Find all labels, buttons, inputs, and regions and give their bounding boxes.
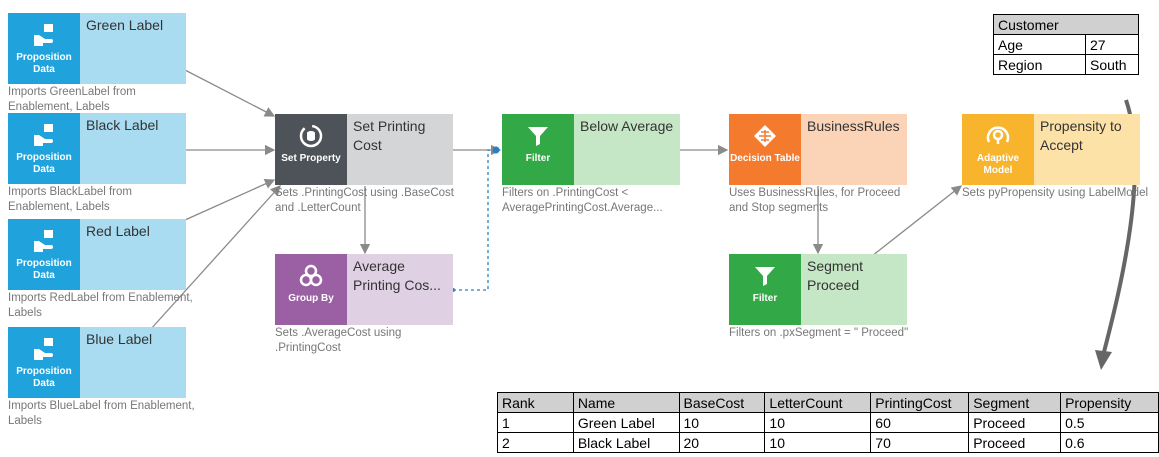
set-property-tile: Set Property bbox=[275, 114, 347, 185]
hand-box-icon bbox=[34, 124, 53, 146]
node-description: Imports GreenLabel from Enablement, Labe… bbox=[8, 86, 136, 113]
filter-tile: Filter bbox=[729, 254, 801, 325]
node-title: Red Label bbox=[80, 219, 186, 290]
hand-box-icon bbox=[34, 338, 53, 360]
column-header: PrintingCost bbox=[870, 392, 970, 413]
table-cell: South bbox=[1085, 54, 1139, 75]
connector-green-to-set bbox=[184, 69, 276, 117]
table-cell: 20 bbox=[678, 432, 766, 453]
node-title: Average Printing Cos... bbox=[347, 254, 453, 325]
proposition-data-tile: Proposition Data bbox=[8, 327, 80, 398]
connector-red-to-set bbox=[184, 178, 276, 221]
node-title: Blue Label bbox=[80, 327, 186, 398]
proposition-data-tile: Proposition Data bbox=[8, 13, 80, 84]
table-row: Age 27 bbox=[993, 34, 1139, 55]
node-title: Segment Proceed bbox=[801, 254, 907, 325]
result-table: Rank Name BaseCost LetterCount PrintingC… bbox=[497, 392, 1159, 453]
connector-segment-to-propensity bbox=[871, 185, 963, 257]
node-title: Propensity to Accept bbox=[1034, 114, 1140, 185]
table-cell: 10 bbox=[764, 412, 872, 433]
connector-average-to-filter-dashed bbox=[453, 149, 496, 291]
table-cell: 2 bbox=[497, 432, 574, 453]
proposition-data-tile: Proposition Data bbox=[8, 113, 80, 184]
node-description: Uses BusinessRules, for Proceed and Stop… bbox=[729, 187, 901, 214]
table-cell: 10 bbox=[764, 432, 872, 453]
set-property-icon bbox=[299, 124, 323, 148]
group-by-tile: Group By bbox=[275, 254, 347, 325]
decision-table-tile: Decision Table bbox=[729, 114, 801, 185]
node-description: Filters on .PrintingCost < AveragePrinti… bbox=[502, 187, 663, 214]
column-header: Propensity bbox=[1060, 392, 1159, 413]
filter-icon bbox=[528, 127, 548, 146]
node-description: Imports BlueLabel from Enablement, Label… bbox=[8, 400, 195, 427]
node-type-label: Filter bbox=[525, 153, 551, 164]
node-type-label: Decision Table bbox=[730, 153, 800, 164]
table-cell: 1 bbox=[497, 412, 574, 433]
adaptive-model-icon bbox=[986, 126, 1010, 144]
node-description: Sets .PrintingCost using .BaseCost and .… bbox=[275, 187, 454, 214]
node-type-label: Proposition Data bbox=[16, 258, 72, 281]
node-title: Below Average bbox=[574, 114, 680, 185]
node-type-label: Filter bbox=[752, 293, 778, 304]
node-title: Set Printing Cost bbox=[347, 114, 453, 185]
node-description: Sets pyPropensity using LabelModel bbox=[962, 187, 1149, 199]
table-cell: Age bbox=[993, 34, 1086, 55]
column-header: Segment bbox=[968, 392, 1062, 413]
node-type-label: Set Property bbox=[281, 153, 341, 164]
customer-table: Customer Age 27 Region South bbox=[993, 14, 1139, 75]
decision-diamond-icon bbox=[754, 125, 776, 147]
adaptive-model-tile: Adaptive Model bbox=[962, 114, 1034, 185]
table-cell: Black Label bbox=[572, 432, 680, 453]
table-row: 2 Black Label 20 10 70 Proceed 0.6 bbox=[497, 432, 1159, 453]
filter-icon bbox=[755, 267, 775, 286]
node-type-label: Proposition Data bbox=[16, 366, 72, 389]
hand-box-icon bbox=[34, 230, 53, 252]
hand-box-icon bbox=[34, 24, 53, 46]
group-by-icon bbox=[299, 264, 323, 287]
proposition-data-tile: Proposition Data bbox=[8, 219, 80, 290]
table-cell: 0.6 bbox=[1060, 432, 1159, 453]
column-header: BaseCost bbox=[678, 392, 766, 413]
table-cell: Proceed bbox=[968, 432, 1062, 453]
node-type-label: Proposition Data bbox=[16, 52, 72, 75]
node-title: Green Label bbox=[80, 13, 186, 84]
connector-blue-to-set bbox=[149, 185, 281, 331]
column-header: LetterCount bbox=[764, 392, 872, 413]
table-cell: 70 bbox=[870, 432, 970, 453]
node-type-label: Group By bbox=[288, 293, 334, 304]
node-description: Imports BlackLabel from Enablement, Labe… bbox=[8, 186, 132, 213]
table-header-row: Rank Name BaseCost LetterCount PrintingC… bbox=[497, 392, 1159, 413]
connector-dot bbox=[492, 146, 500, 154]
table-cell: 10 bbox=[678, 412, 766, 433]
table-cell: 60 bbox=[870, 412, 970, 433]
node-description: Imports RedLabel from Enablement, Labels bbox=[8, 292, 193, 319]
node-type-label: Adaptive Model bbox=[976, 153, 1020, 176]
customer-table-header: Customer bbox=[993, 14, 1139, 35]
big-arrow-head bbox=[1095, 350, 1112, 370]
filter-tile: Filter bbox=[502, 114, 574, 185]
table-cell: Region bbox=[993, 54, 1086, 75]
node-description: Filters on .pxSegment = " Proceed" bbox=[729, 327, 909, 339]
table-cell: 0.5 bbox=[1060, 412, 1159, 433]
table-row: 1 Green Label 10 10 60 Proceed 0.5 bbox=[497, 412, 1159, 433]
column-header: Rank bbox=[497, 392, 574, 413]
column-header: Name bbox=[572, 392, 680, 413]
table-cell: Green Label bbox=[572, 412, 680, 433]
node-title: Black Label bbox=[80, 113, 186, 184]
node-type-label: Proposition Data bbox=[16, 152, 72, 175]
table-cell: Proceed bbox=[968, 412, 1062, 433]
table-row: Region South bbox=[993, 54, 1139, 75]
table-cell: 27 bbox=[1085, 34, 1139, 55]
node-title: BusinessRules bbox=[801, 114, 907, 185]
node-description: Sets .AverageCost using .PrintingCost bbox=[275, 327, 402, 354]
